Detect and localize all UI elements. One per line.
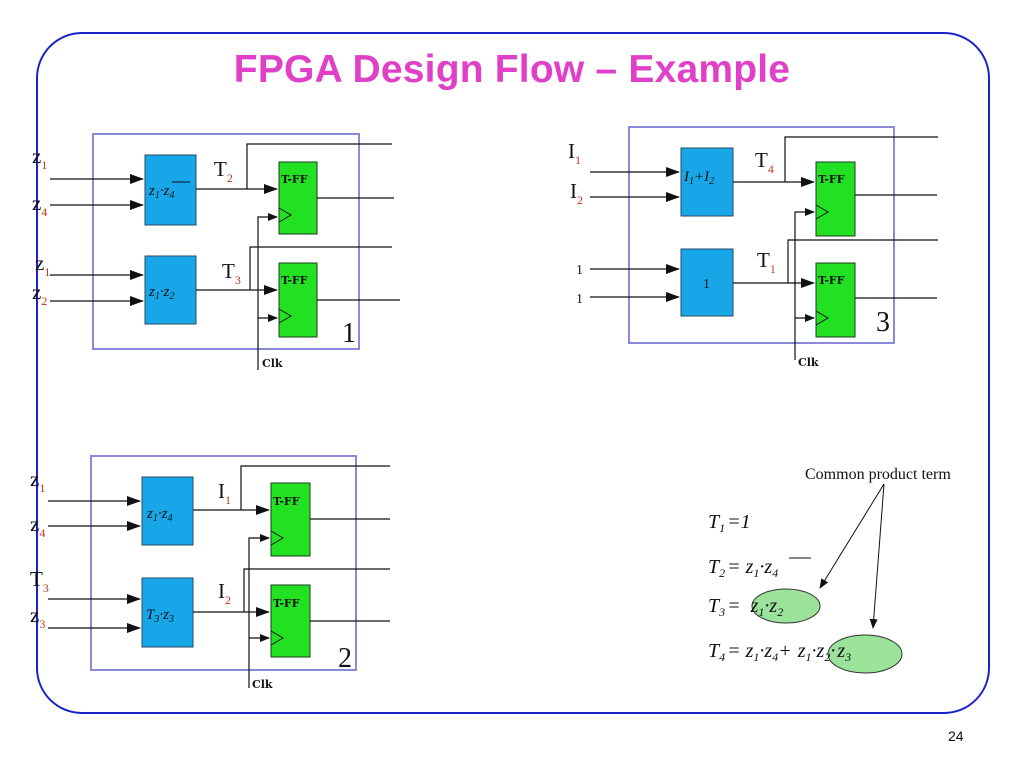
d2-gate-1-label: z1·z4 (146, 506, 172, 524)
d2-feedback-2 (243, 568, 390, 612)
d2-clock-wire-1 (248, 534, 270, 688)
d1-signal-t2: T2 (214, 157, 233, 185)
d2-gate-2 (141, 577, 194, 648)
d3-clock-wire-1 (794, 208, 815, 360)
d3-input-3: 1 (576, 263, 583, 278)
product-term-ellipse-2 (827, 634, 903, 674)
d2-tff-2-clock-icon (270, 630, 284, 646)
d3-gate-1 (680, 147, 734, 217)
d3-number: 3 (876, 307, 890, 338)
d2-gate-1 (141, 476, 194, 546)
equation-t3: T3=z1·z2 (708, 595, 783, 619)
d3-tff-2-label: T-FF (818, 274, 845, 287)
d1-input-2: z4 (32, 191, 47, 219)
d1-clock-wire-1 (257, 213, 278, 370)
d1-tff-2 (278, 262, 318, 338)
d1-gate-1-label: z1·z4 (148, 183, 174, 201)
equations-panel: Common product term T1=1 T2=z1·z4 T3=z1·… (708, 466, 951, 674)
d2-signal-i2: I2 (218, 579, 231, 607)
d3-input-4: 1 (576, 292, 583, 307)
d2-feedback-1 (240, 465, 390, 510)
d3-signal-t1: T1 (757, 248, 776, 276)
d3-clock-label: Clk (798, 356, 819, 369)
callout-arrow-2 (869, 483, 885, 629)
d1-tff-1-clock-icon (278, 207, 292, 223)
d3-tff-1-label: T-FF (818, 173, 845, 186)
d2-input-4: z3 (30, 603, 45, 631)
d2-input-1: z1 (30, 467, 45, 495)
diagram-1: z1 z4 z1 z2 z1·z4 z1·z2 T2 T3 Clk T-FF (32, 133, 400, 370)
callout-arrow-1 (819, 483, 885, 589)
d3-input-2: I2 (570, 179, 583, 207)
d2-tff-2-label: T-FF (273, 597, 300, 610)
d1-feedback-1 (246, 143, 392, 189)
d3-tff-2 (815, 262, 856, 338)
d1-input-3: z1 (35, 251, 50, 279)
d1-tff-2-clock-icon (278, 308, 292, 324)
d2-gate-2-label: T3·z3 (146, 607, 174, 625)
d1-gate-2-label: z1·z2 (148, 284, 174, 302)
d1-feedback-2 (249, 246, 392, 290)
diagram-3-border (628, 126, 895, 344)
d2-number: 2 (338, 643, 352, 674)
diagram-1-border (92, 133, 360, 350)
d2-tff-1-clock-icon (270, 530, 284, 546)
product-term-ellipse-1 (751, 588, 821, 624)
equation-t2: T2=z1·z4 (708, 556, 778, 580)
d2-tff-2 (270, 584, 311, 658)
d2-input-3: T3 (30, 567, 49, 595)
d2-tff-1-label: T-FF (273, 495, 300, 508)
d3-gate-2-label: 1 (703, 277, 710, 292)
common-product-term-label: Common product term (805, 466, 951, 483)
d2-signal-i1: I1 (218, 479, 231, 507)
diagram-2-border (90, 455, 357, 671)
page-number: 24 (948, 728, 964, 744)
d1-number: 1 (342, 318, 356, 349)
d3-gate-1-label: I1+I2 (683, 169, 714, 187)
d2-tff-1 (270, 482, 311, 557)
d1-clock-label: Clk (262, 357, 283, 370)
d2-clock-label: Clk (252, 678, 273, 691)
d1-tff-1-label: T-FF (281, 173, 308, 186)
d3-tff-1 (815, 161, 856, 237)
d3-input-1: I1 (568, 139, 581, 167)
d3-feedback-2 (787, 239, 938, 283)
d3-signal-t4: T4 (755, 148, 774, 176)
d1-input-1: z1 (32, 144, 47, 172)
d1-tff-1 (278, 161, 318, 235)
d1-tff-2-label: T-FF (281, 274, 308, 287)
d1-gate-1 (144, 154, 197, 226)
diagram-3: I1 I2 1 1 I1+I2 1 T4 T1 Clk T-FF T-FF 3 (568, 126, 938, 369)
d1-input-4: z2 (32, 280, 47, 308)
d3-gate-2 (680, 248, 734, 317)
diagram-2: z1 z4 T3 z3 z1·z4 T3·z3 I1 I2 Clk T-FF T… (30, 455, 390, 691)
d3-tff-1-clock-icon (815, 204, 829, 220)
d1-signal-t3: T3 (222, 259, 241, 287)
d3-tff-2-clock-icon (815, 310, 829, 326)
slide-frame (36, 32, 990, 714)
equation-t4: T4=z1·z4+z1·z2·z3 (708, 640, 851, 664)
d3-feedback-1 (784, 136, 938, 182)
slide-title: FPGA Design Flow – Example (233, 48, 791, 91)
equation-t1: T1=1 (708, 511, 751, 535)
d2-input-2: z4 (30, 512, 45, 540)
